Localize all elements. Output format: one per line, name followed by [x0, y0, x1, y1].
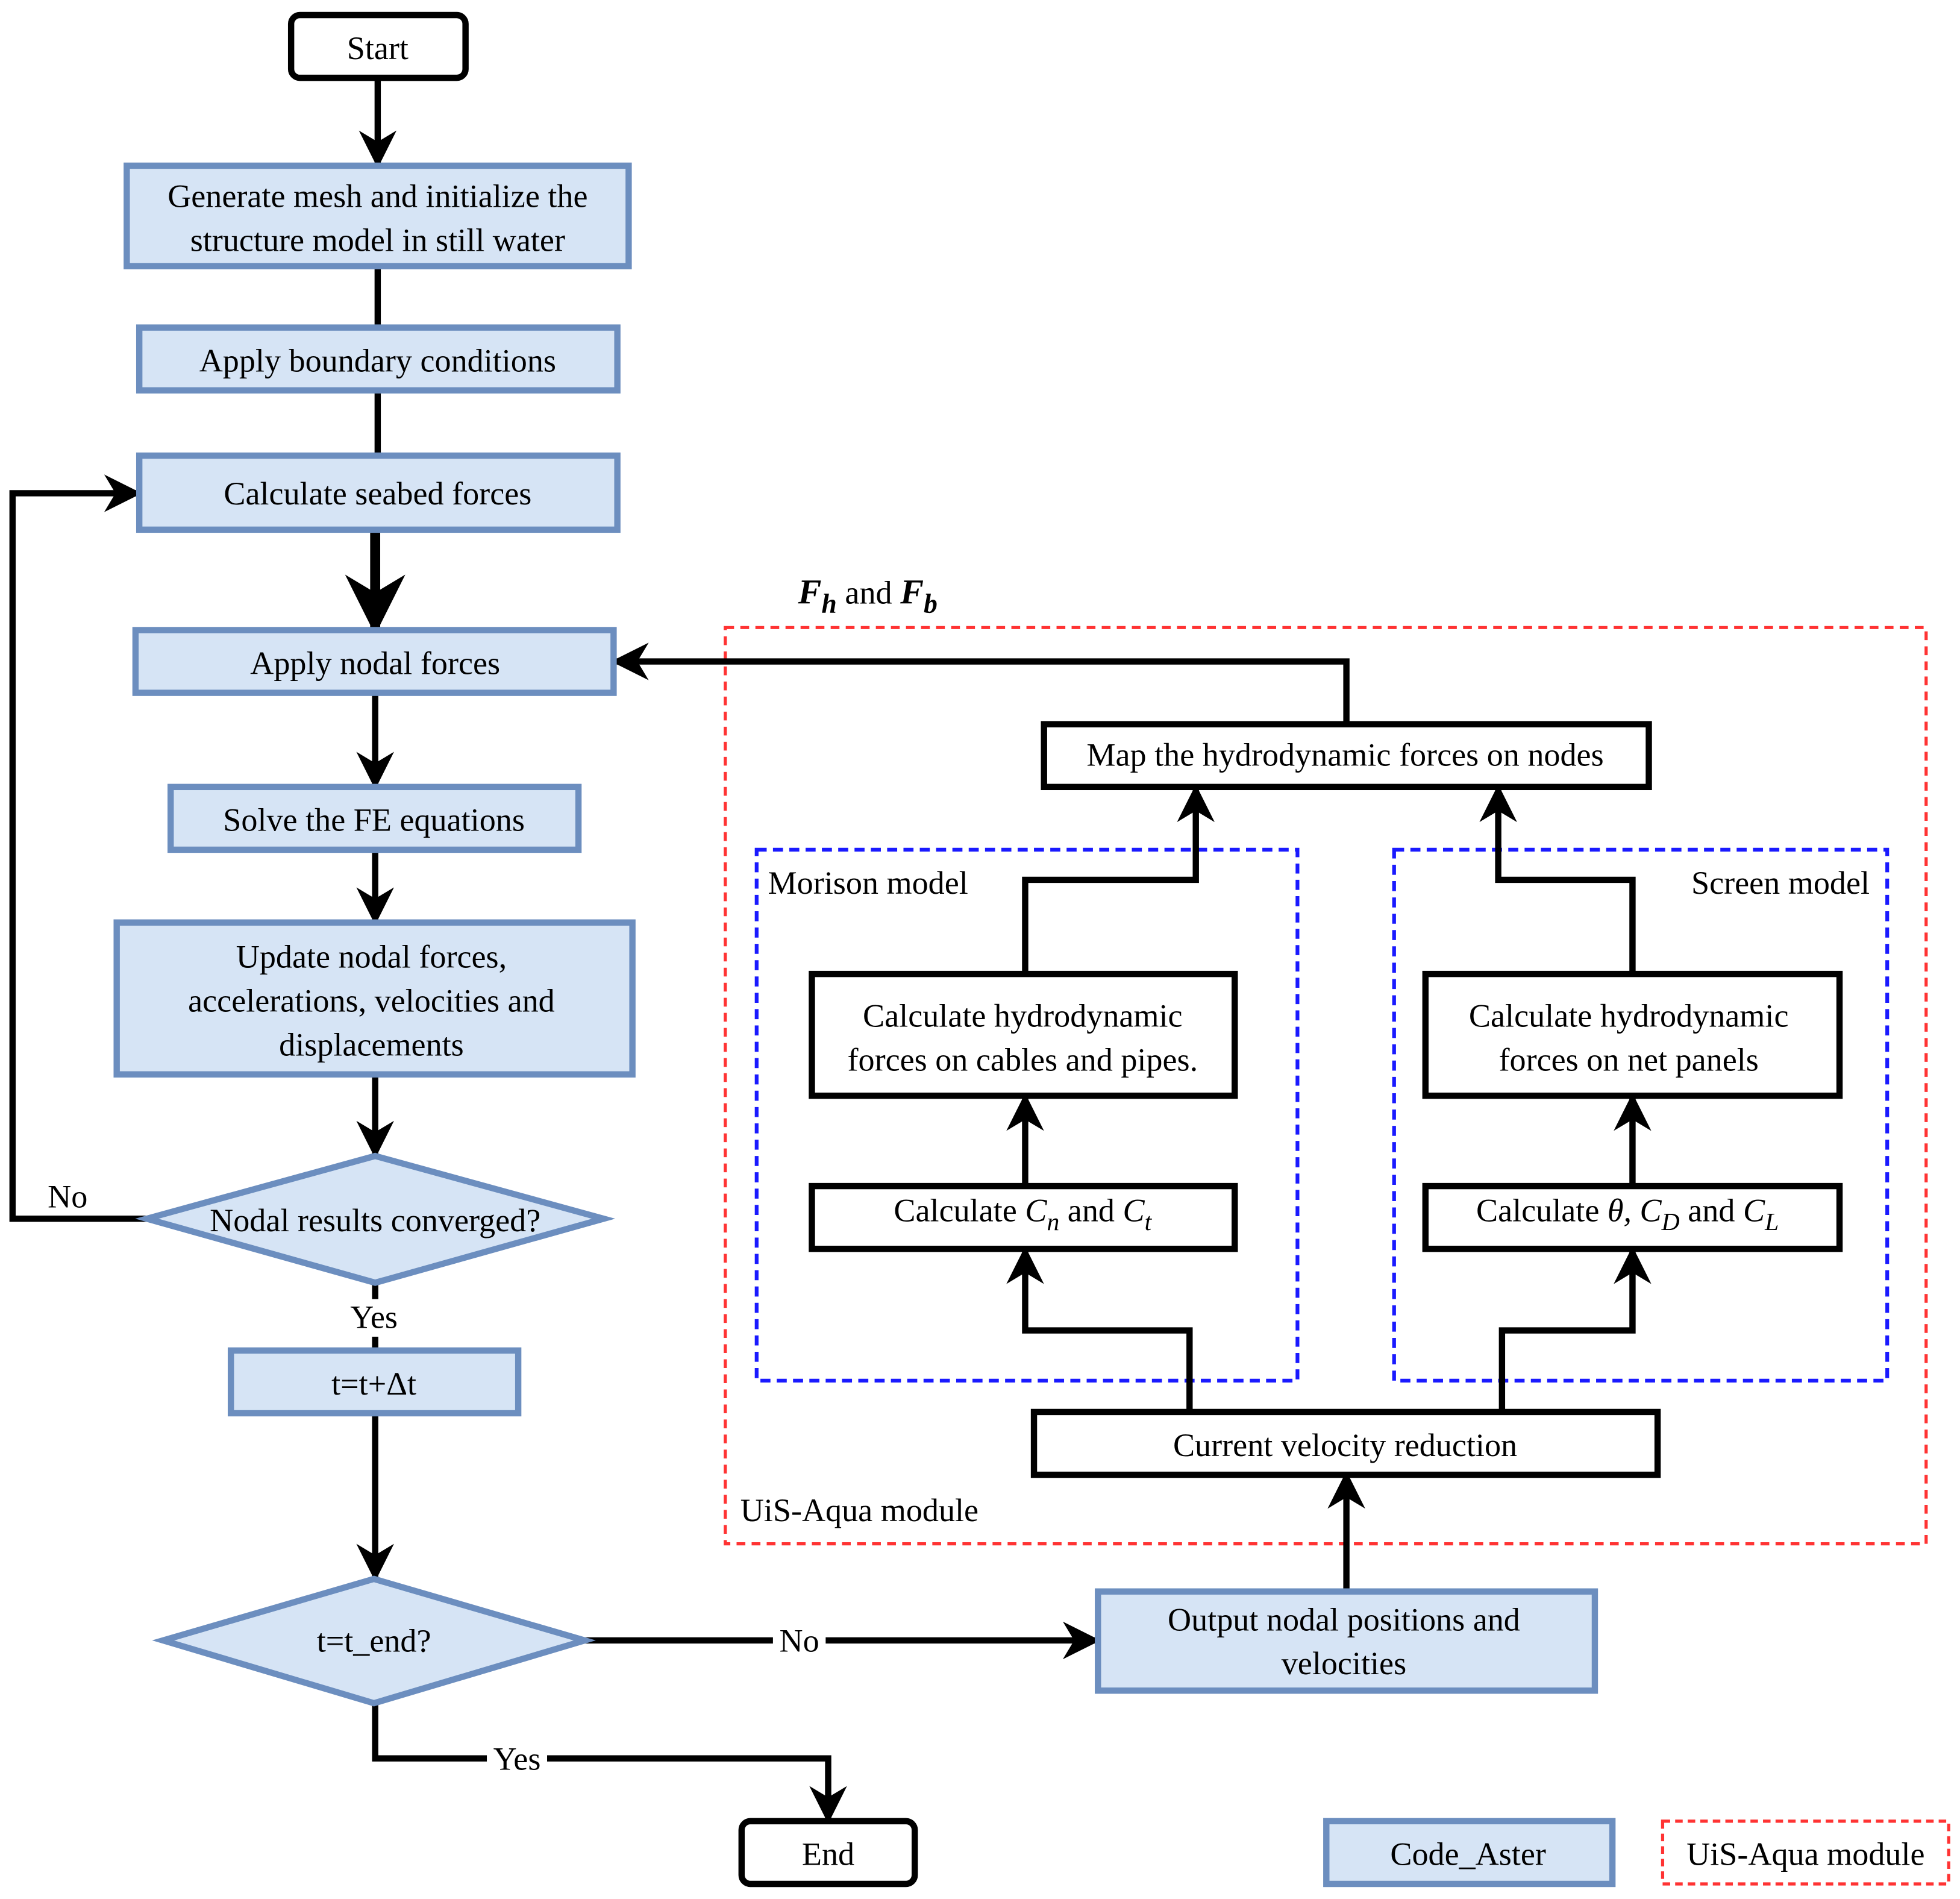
edge-label-yes-end-bg [487, 1739, 548, 1777]
edge-map-to-nodal [611, 642, 1350, 724]
map-forces-node: Map the hydrodynamic forces on nodes [1041, 721, 1652, 791]
update-line-2: accelerations, velocities and [188, 983, 555, 1019]
tend-decision: t=t_end? [152, 1575, 596, 1707]
legend-uis-aqua: UiS-Aqua module [1661, 1819, 1950, 1886]
morison-calc-node: Calculate hydrodynamic forces on cables … [809, 970, 1238, 1099]
start-node: Start [287, 11, 469, 81]
update-node: Update nodal forces, accelerations, velo… [113, 919, 636, 1078]
morison-model-label: Morison model [768, 865, 968, 901]
tend-label: t=t_end? [317, 1623, 431, 1659]
edge-no-converge-loop [9, 474, 148, 1222]
legend-code-aster: Code_Aster [1323, 1818, 1616, 1888]
edge-current-to-theta [1498, 1246, 1652, 1412]
converged-label: Nodal results converged? [210, 1202, 540, 1238]
solve-node: Solve the FE equations [168, 783, 582, 853]
edge-label-yes-end: Yes [493, 1740, 541, 1777]
output-line-1: Output nodal positions and [1168, 1601, 1520, 1637]
end-label: End [802, 1836, 854, 1872]
output-node: Output nodal positions and velocities [1095, 1588, 1598, 1694]
legend-uis-aqua-label: UiS-Aqua module [1686, 1836, 1924, 1872]
screen-calc-line-2: forces on net panels [1499, 1041, 1759, 1078]
generate-mesh-node: Generate mesh and initialize the structu… [124, 162, 632, 269]
theta-node: Calculate θ, CD and CL [1422, 1182, 1843, 1252]
seabed-label: Calculate seabed forces [224, 476, 531, 512]
edge-morison-to-map [1022, 784, 1215, 975]
timestep-node: t=t+Δt [227, 1347, 522, 1417]
edge-screen-to-map [1479, 784, 1636, 975]
cn-ct-node: Calculate Cn and Ct [809, 1182, 1238, 1252]
start-label: Start [347, 30, 409, 66]
screen-calc-line-1: Calculate hydrodynamic [1469, 998, 1789, 1034]
screen-model-group [1392, 847, 1890, 1383]
converged-decision: Nodal results converged? [135, 1152, 616, 1286]
edge-label-no-converge: No [48, 1178, 87, 1214]
output-line-2: velocities [1282, 1645, 1406, 1681]
uis-aqua-module-group [724, 626, 1928, 1546]
generate-mesh-line-1: Generate mesh and initialize the [168, 178, 587, 215]
legend: Code_Aster UiS-Aqua module [1323, 1818, 1950, 1888]
current-reduction-label: Current velocity reduction [1173, 1427, 1517, 1463]
legend-uis-aqua-box [1661, 1819, 1950, 1886]
morison-calc-line-2: forces on cables and pipes. [847, 1041, 1198, 1078]
morison-calc-line-1: Calculate hydrodynamic [863, 998, 1183, 1034]
theta-label: Calculate θ, CD and CL [1476, 1192, 1779, 1236]
forces-label: Fh and Fb [798, 573, 938, 619]
edge-label-yes-converge-bg [345, 1299, 405, 1337]
legend-code-aster-label: Code_Aster [1390, 1836, 1546, 1872]
generate-mesh-line-2: structure model in still water [190, 222, 565, 259]
map-forces-label: Map the hydrodynamic forces on nodes [1086, 736, 1603, 773]
uis-aqua-module-group-label: UiS-Aqua module [740, 1492, 978, 1528]
nodal-forces-node: Apply nodal forces [132, 627, 617, 696]
nodal-forces-label: Apply nodal forces [250, 645, 500, 681]
current-reduction-node: Current velocity reduction [1030, 1408, 1661, 1478]
edge-label-yes-converge: Yes [350, 1299, 398, 1335]
morison-model-group [754, 847, 1300, 1383]
edge-label-no-end-bg [772, 1621, 826, 1660]
edge-label-no-end: No [780, 1623, 819, 1659]
apply-bc-label: Apply boundary conditions [199, 342, 556, 378]
edge-tend-to-end [372, 1703, 847, 1824]
screen-calc-node: Calculate hydrodynamic forces on net pan… [1422, 970, 1843, 1099]
update-line-1: Update nodal forces, [236, 939, 507, 975]
solve-label: Solve the FE equations [223, 802, 525, 838]
screen-model-label: Screen model [1691, 865, 1870, 901]
update-line-3: displacements [279, 1026, 464, 1062]
end-node: End [738, 1818, 918, 1888]
edge-current-to-cn [1006, 1246, 1193, 1412]
cn-ct-label: Calculate Cn and Ct [894, 1192, 1152, 1236]
timestep-label: t=t+Δt [331, 1366, 416, 1402]
apply-bc-node: Apply boundary conditions [136, 324, 621, 394]
seabed-node: Calculate seabed forces [136, 452, 621, 533]
